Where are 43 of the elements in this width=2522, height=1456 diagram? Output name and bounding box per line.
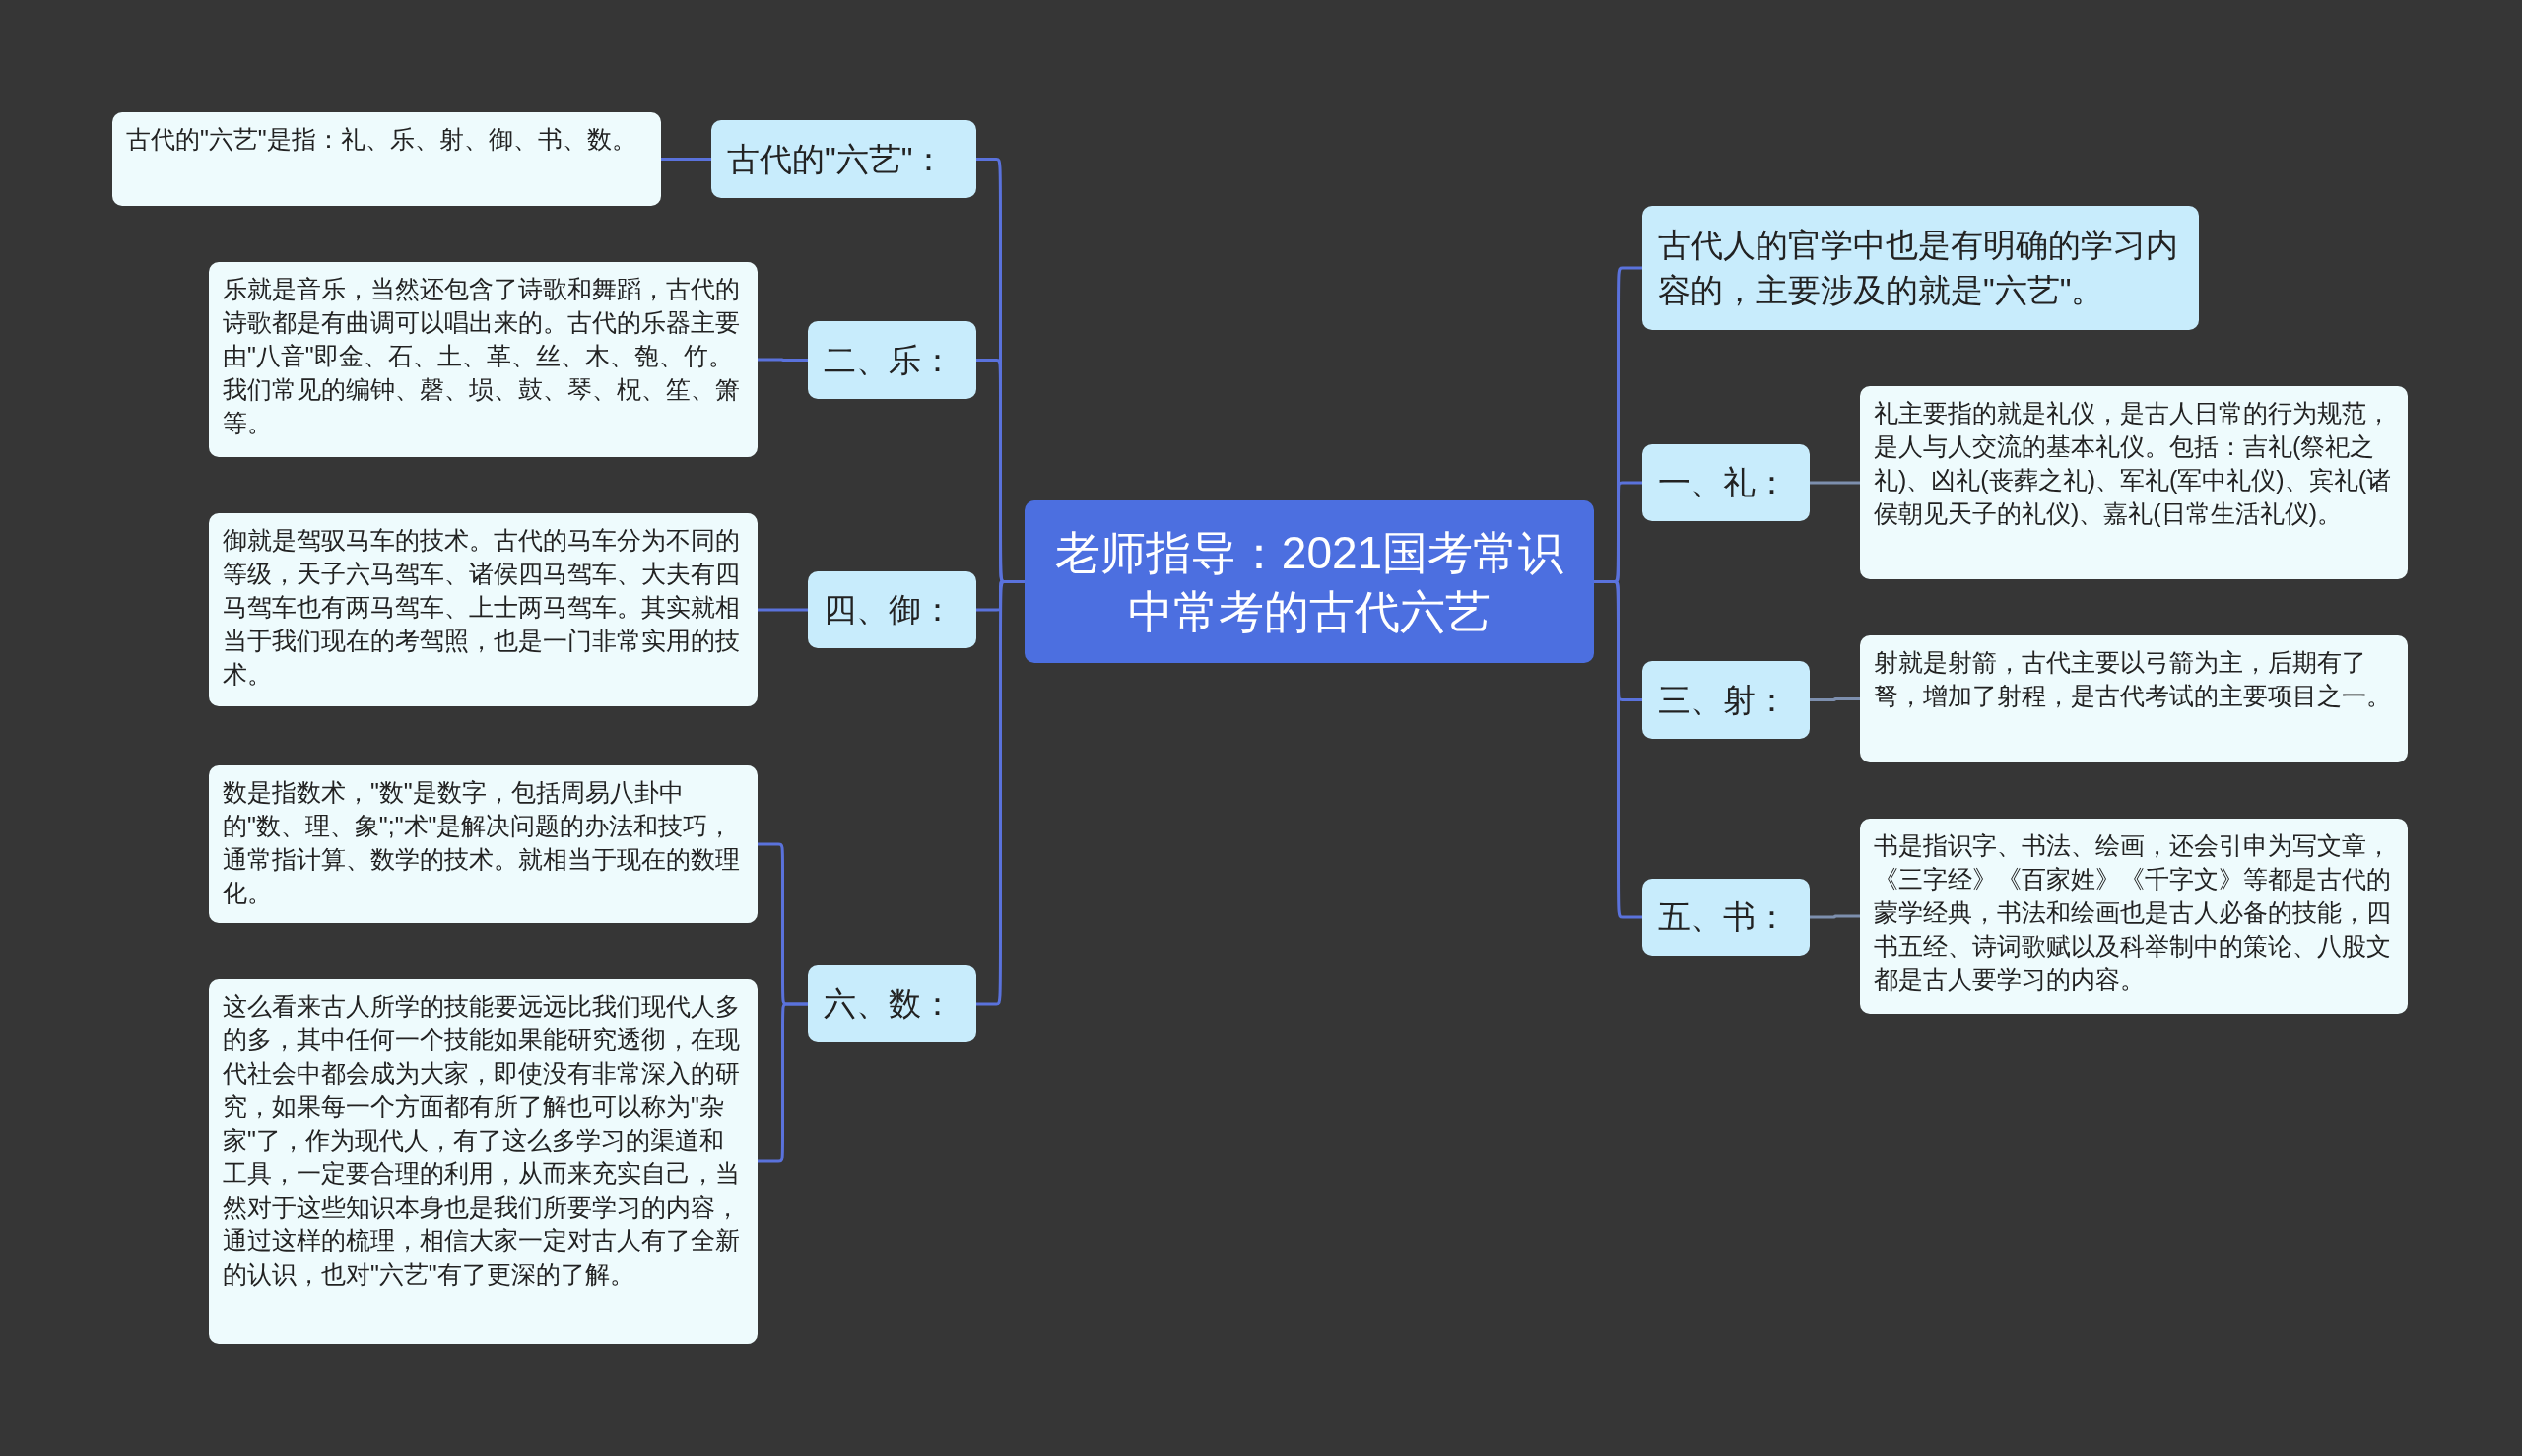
note-box: [209, 513, 758, 706]
connector-line: [976, 580, 1025, 1006]
node-text: 一、礼：: [1658, 463, 1788, 502]
note-box: [1860, 635, 2408, 762]
topic-box: [1642, 879, 1810, 956]
node-text: 这么看来古人所学的技能要远远比我们现代人多的多，其中任何一个技能如果能研究透彻，在现代社会中都会成为大家，即使没有非常深入的研究，如果每一个方面都有所了解也可以称为"杂家"了，作为现代人，有了这么多学习的渠道和工具，一定要合理的利用，从而来充实自己，当然对于这些知识本身也是我们所要学习的内容，通过这样的梳理，相信大家一定对古人有了全新的认识，也对"六艺"有了更深的了解。: [223, 991, 741, 1290]
central-topic: [1025, 500, 1594, 663]
node-text: 三、射：: [1658, 680, 1788, 720]
node-text: 古代的"六艺"是指：礼、乐、射、御、书、数。: [126, 124, 636, 155]
node-text: 古代的"六艺"：: [727, 139, 946, 179]
note-box: [209, 765, 758, 923]
note-box: [1860, 386, 2408, 579]
connector-line: [758, 358, 808, 362]
topic-box: [1642, 661, 1810, 739]
node-text: 四、御：: [824, 590, 954, 629]
topic-box: [808, 571, 976, 648]
connector-line: [661, 158, 711, 161]
note-box: [209, 979, 758, 1344]
connector-line: [758, 1002, 808, 1163]
node-text: 乐就是音乐，当然还包含了诗歌和舞蹈，古代的诗歌都是有曲调可以唱出来的。古代的乐器主要由"八音"即金、石、土、革、丝、木、匏、竹。我们常见的编钟、磬、埙、鼓、琴、柷、笙、箫等。: [223, 274, 741, 438]
node-text: 六、数：: [824, 984, 954, 1024]
connector-line: [1594, 580, 1642, 919]
node-text: 礼主要指的就是礼仪，是古人日常的行为规范，是人与人交流的基本礼仪。包括：吉礼(祭祀之礼)、凶礼(丧葬之礼)、军礼(军中礼仪)、宾礼(诸侯朝见天子的礼仪)、嘉礼(日常生活礼仪)。: [1874, 398, 2392, 529]
topic-box: [808, 321, 976, 399]
node-text: 二、乐：: [824, 340, 954, 380]
topic-box: [1642, 444, 1810, 521]
connector-line: [1810, 481, 1860, 485]
topic-box: [711, 120, 976, 198]
topic-box: [1642, 206, 2199, 330]
node-text: 御就是驾驭马车的技术。古代的马车分为不同的等级，天子六马驾车、诸侯四马驾车、大夫有四马驾车也有两马驾车、上士两马驾车。其实就相当于我们现在的考驾照，也是一门非常实用的技术。: [223, 525, 741, 690]
node-text: 五、书：: [1658, 897, 1788, 937]
node-text: 老师指导：2021国考常识中常考的古代六艺: [1053, 525, 1565, 639]
node-text: 射就是射箭，古代主要以弓箭为主，后期有了弩，增加了射程，是古代考试的主要项目之一。: [1874, 647, 2392, 711]
topic-box: [808, 965, 976, 1042]
connector-line: [758, 608, 808, 612]
node-text: 数是指数术，"数"是数字，包括周易八卦中的"数、理、象";"术"是解决问题的办法和技巧，通常指计算、数学的技术。就相当于现在的数理化。: [223, 777, 741, 908]
node-text: 书是指识字、书法、绘画，还会引申为写文章，《三字经》《百家姓》《千字文》等都是古代的蒙学经典，书法和绘画也是古人必备的技能，四书五经、诗词歌赋以及科举制中的策论、八股文都是古人要学习的内容。: [1874, 830, 2392, 995]
node-text: 古代人的官学中也是有明确的学习内容的，主要涉及的就是"六艺"。: [1658, 226, 2179, 310]
note-box: [209, 262, 758, 457]
note-box: [1860, 819, 2408, 1014]
connector-line: [1810, 697, 1860, 701]
note-box: [112, 112, 661, 206]
connector-line: [1810, 914, 1860, 919]
